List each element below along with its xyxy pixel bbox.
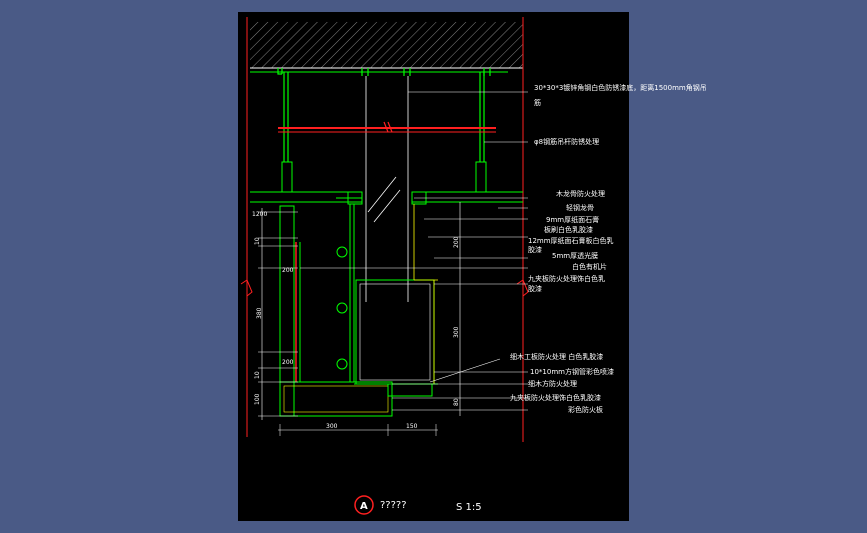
dim-right-3: 80 [453,398,460,406]
dim-left-1: 10 [254,237,261,245]
label-gypsum-12mm: 12mm厚纸面石膏板白色乳 [528,236,614,245]
ceiling-section-drawing: 30*30*3镀锌角钢白色防锈漆底，距离1500mm角钢吊 筋 φ8钢筋吊杆防锈… [240,17,707,515]
dim-right-2: 300 [453,326,460,338]
anchor-bolts [250,68,508,76]
label-steel-angle: 30*30*3镀锌角钢白色防锈漆底，距离1500mm角钢吊 [534,83,707,92]
concrete-slab [250,22,523,69]
label-light-film: 5mm厚透光膜 [552,251,598,260]
steel-angle-hangers [281,72,487,302]
drawing-name: ????? [380,500,407,511]
label-plywood-cont: 胶漆 [528,284,542,293]
label-light-steel-keel: 轻钢龙骨 [566,203,594,212]
ceiling-frame [250,176,523,223]
dim-left-5: 10 [254,371,261,379]
label-gypsum-9mm-cont: 板刷白色乳胶漆 [544,225,593,234]
drawing-scale: S 1:5 [456,502,482,513]
label-fireproof-board: 彩色防火板 [568,405,603,414]
label-plywood-bottom: 九夹板防火处理饰白色乳胶漆 [510,393,601,402]
dim-bottom-2: 150 [406,423,418,430]
dimension-texts: 1200 10 200 380 200 10 100 200 300 80 30… [252,211,460,430]
dim-left-3: 380 [256,307,263,319]
section-marker-letter: A [360,501,368,512]
drawing-sheet: 30*30*3镀锌角钢白色防锈漆底，距离1500mm角钢吊 筋 φ8钢筋吊杆防锈… [238,12,707,521]
callout-labels: 30*30*3镀锌角钢白色防锈漆底，距离1500mm角钢吊 筋 φ8钢筋吊杆防锈… [510,83,707,414]
title-block: A ????? S 1:5 [354,495,482,515]
dim-right-1: 200 [453,236,460,248]
label-rebar-hanger: φ8钢筋吊杆防锈处理 [534,137,599,146]
label-wood-batten: 细木方防火处理 [528,379,577,388]
label-gypsum-12mm-cont: 胶漆 [528,245,542,254]
label-wood-keel: 木龙骨防火处理 [556,189,605,198]
label-steel-angle-cont: 筋 [534,98,541,107]
dim-left-top: 1200 [252,211,267,218]
label-acrylic: 白色有机片 [572,262,607,271]
section-marker [354,495,374,515]
label-plywood: 九夹板防火处理饰白色乳 [528,274,605,283]
dim-left-2: 200 [282,267,294,274]
dim-left-4: 200 [282,359,294,366]
left-soffit-box [279,197,393,417]
break-lines [240,17,529,442]
dim-bottom-1: 300 [326,423,338,430]
dim-left-6: 100 [254,393,261,405]
label-blockboard: 细木工板防火处理 白色乳胶漆 [510,352,603,361]
rebar-rod [278,121,496,133]
label-square-tube: 10*10mm方钢管彩色喷漆 [530,367,614,376]
dimension-lines [258,202,461,436]
light-box [354,204,438,397]
label-gypsum-9mm: 9mm厚纸面石膏 [546,215,599,224]
